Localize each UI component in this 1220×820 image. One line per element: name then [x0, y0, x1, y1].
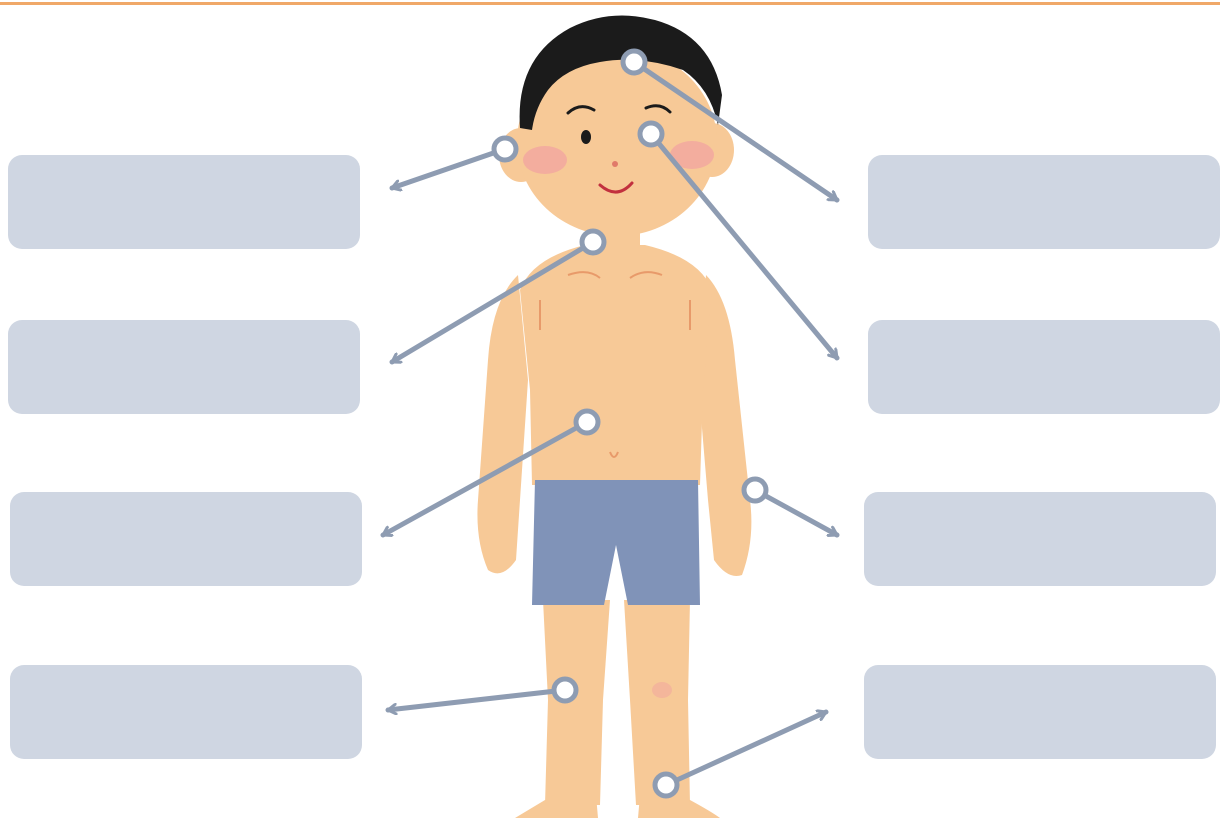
nose: [612, 161, 618, 167]
pointer-knee: [388, 690, 565, 710]
pointer-knee-dot: [554, 679, 576, 701]
left-leg: [543, 600, 610, 805]
label-box-right-2[interactable]: [868, 320, 1220, 414]
shorts: [532, 480, 700, 605]
label-box-left-4[interactable]: [10, 665, 362, 759]
knee-mark: [652, 682, 672, 698]
left-eye: [581, 130, 591, 144]
pointer-hand-dot: [744, 479, 766, 501]
left-cheek: [523, 146, 567, 174]
pointer-eye-dot: [640, 123, 662, 145]
pointer-hand: [755, 490, 837, 535]
pointer-neck-dot: [582, 231, 604, 253]
label-box-left-1[interactable]: [8, 155, 360, 249]
torso: [520, 245, 712, 485]
pointer-ear-dot: [494, 138, 516, 160]
label-box-left-2[interactable]: [8, 320, 360, 414]
label-box-right-4[interactable]: [864, 665, 1216, 759]
pointer-belly-dot: [576, 411, 598, 433]
pointer-ear: [392, 149, 505, 188]
right-leg: [624, 600, 690, 805]
pointer-foot: [666, 712, 826, 785]
pointer-foot-dot: [655, 774, 677, 796]
left-arm: [477, 275, 528, 573]
label-box-left-3[interactable]: [10, 492, 362, 586]
label-box-right-3[interactable]: [864, 492, 1216, 586]
label-box-right-1[interactable]: [868, 155, 1220, 249]
pointer-hair-dot: [623, 51, 645, 73]
